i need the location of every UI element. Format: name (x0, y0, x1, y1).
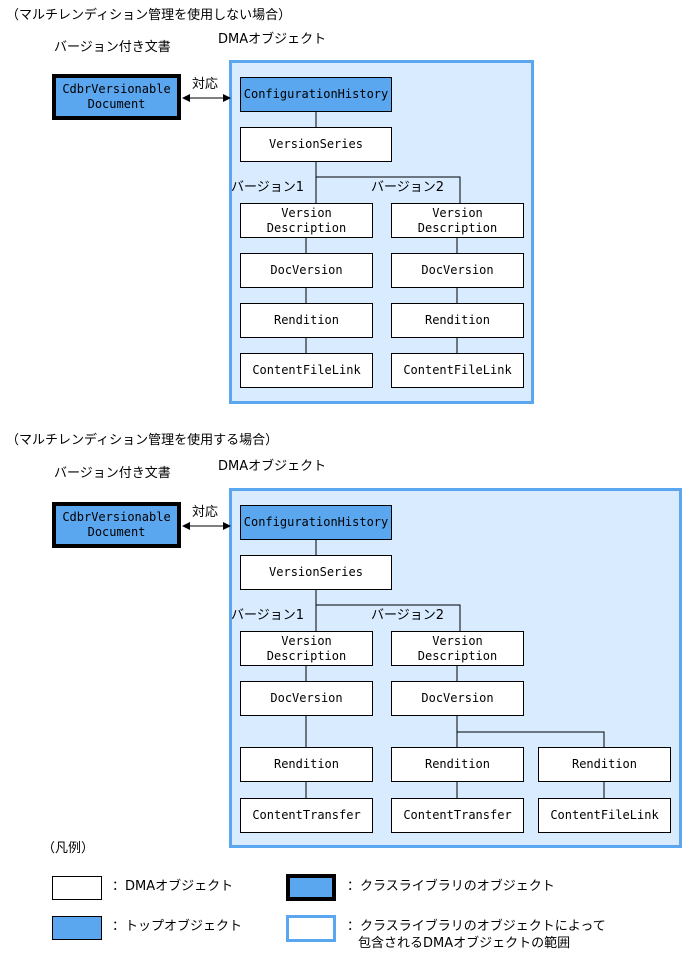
diagram1-col1-rendition[interactable]: Rendition (240, 303, 373, 338)
desc-line1: Version (432, 205, 483, 220)
legend-top-object-swatch (52, 916, 102, 940)
diagram1-col1-docversion[interactable]: DocVersion (240, 253, 373, 288)
desc-line1: Version (281, 633, 332, 648)
diagram2-version1-label: バージョン1 (231, 608, 305, 623)
diagram2-version-series[interactable]: VersionSeries (240, 555, 392, 590)
desc-line2: Description (266, 220, 347, 235)
legend-dma-object-swatch (52, 876, 102, 900)
desc-line2: Description (417, 648, 498, 663)
legend-scope-label-line1: ：クラスライブラリのオブジェクトによって (347, 919, 606, 934)
diagram1-heading: （マルチレンディション管理を使用しない場合） (6, 8, 292, 23)
diagram1-version1-label: バージョン1 (231, 180, 305, 195)
diagram1-version-series[interactable]: VersionSeries (240, 127, 392, 162)
diagram2-version2-label: バージョン2 (371, 608, 445, 623)
diagram2-configuration-history[interactable]: ConfigurationHistory (240, 505, 392, 540)
diagram2-dma-label: DMAオブジェクト (218, 459, 327, 474)
diagram2-col2-rendition[interactable]: Rendition (391, 747, 524, 782)
diagram2-doc-label: バージョン付き文書 (54, 466, 171, 481)
diagram2-relation-label: 対応 (192, 505, 219, 520)
legend-class-library-swatch (286, 874, 336, 901)
diagram1-relation-label: 対応 (192, 77, 219, 92)
diagram1-col2-rendition[interactable]: Rendition (391, 303, 524, 338)
legend-scope-swatch (286, 915, 336, 942)
cdbr-line2: Document (87, 97, 146, 111)
diagram2-col3-contentfilelink[interactable]: ContentFileLink (538, 798, 671, 833)
diagram2-col3-rendition[interactable]: Rendition (538, 747, 671, 782)
legend-dma-object-label: ：DMAオブジェクト (112, 879, 234, 894)
diagram1-dma-label: DMAオブジェクト (218, 32, 327, 47)
diagram2-col1-docversion[interactable]: DocVersion (240, 681, 373, 716)
diagram2-col2-contenttransfer[interactable]: ContentTransfer (391, 798, 524, 833)
diagram1-version2-label: バージョン2 (371, 180, 445, 195)
diagram1-col1-contentfilelink[interactable]: ContentFileLink (240, 353, 373, 388)
diagram2-heading: （マルチレンディション管理を使用する場合） (6, 433, 279, 448)
cdbr-line1: CdbrVersionable (62, 510, 171, 524)
diagram1-configuration-history[interactable]: ConfigurationHistory (240, 77, 392, 112)
diagram1-col2-docversion[interactable]: DocVersion (391, 253, 524, 288)
desc-line1: Version (281, 205, 332, 220)
cdbr-line2: Document (87, 525, 146, 539)
legend-class-library-label: ：クラスライブラリのオブジェクト (347, 879, 555, 894)
diagram2-col2-docversion[interactable]: DocVersion (391, 681, 524, 716)
desc-line2: Description (417, 220, 498, 235)
diagram2-dma-region (229, 488, 682, 848)
desc-line2: Description (266, 648, 347, 663)
legend-scope-label-line2: 包含されるDMAオブジェクトの範囲 (358, 936, 571, 951)
diagram2-col1-rendition[interactable]: Rendition (240, 747, 373, 782)
diagram1-doc-label: バージョン付き文書 (54, 40, 171, 55)
desc-line1: Version (432, 633, 483, 648)
diagram1-col2-contentfilelink[interactable]: ContentFileLink (391, 353, 524, 388)
cdbr-line1: CdbrVersionable (62, 82, 171, 96)
diagram2-col1-contenttransfer[interactable]: ContentTransfer (240, 798, 373, 833)
legend-top-object-label: ：トップオブジェクト (112, 919, 243, 934)
legend-title: （凡例） (42, 841, 95, 856)
